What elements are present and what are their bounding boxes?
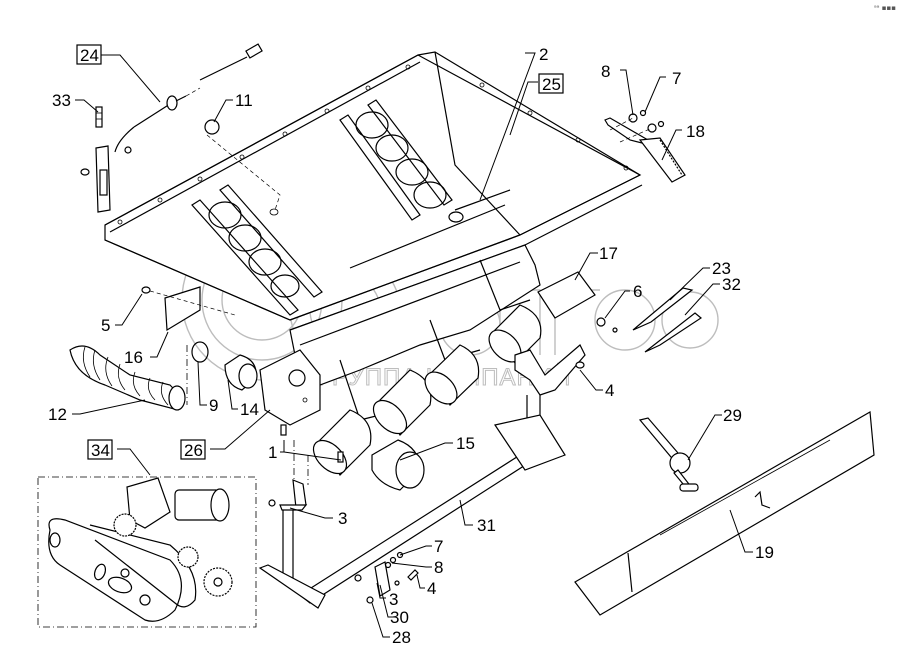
- callout-5[interactable]: 5: [101, 316, 110, 335]
- shaft-2: [349, 189, 511, 269]
- sleeve-14: [224, 354, 258, 391]
- cable-sensor-24: [80, 43, 263, 213]
- callout-19[interactable]: 19: [755, 543, 774, 562]
- tube: [312, 409, 372, 476]
- callout-1[interactable]: 1: [268, 443, 277, 462]
- callout-24[interactable]: 24: [76, 44, 102, 65]
- callout-32[interactable]: 32: [722, 275, 741, 294]
- svg-text:24: 24: [80, 46, 99, 65]
- drive-plate: [48, 518, 182, 622]
- callout-labels: 24 33 11 2 25 8 7 18 5 16 17 6 23 32 12 …: [48, 44, 774, 647]
- deflector-19: [574, 411, 875, 616]
- set-screws-1: [280, 424, 344, 485]
- callout-3[interactable]: 3: [338, 509, 347, 528]
- lower-hardware: [354, 551, 419, 604]
- blade-23: [632, 287, 694, 331]
- callout-2[interactable]: 2: [539, 45, 548, 64]
- callout-9[interactable]: 9: [209, 396, 218, 415]
- bolt-6: [596, 317, 618, 333]
- cover-17: [537, 271, 596, 319]
- callout-6[interactable]: 6: [633, 282, 642, 301]
- callout-26[interactable]: 26: [180, 439, 206, 460]
- callout-12[interactable]: 12: [48, 405, 67, 424]
- edge-holes: [117, 64, 629, 225]
- svg-text:25: 25: [542, 75, 561, 94]
- callout-3-lower[interactable]: 3: [389, 590, 398, 609]
- callout-4-lower[interactable]: 4: [427, 579, 436, 598]
- callout-16[interactable]: 16: [124, 348, 143, 367]
- callout-23[interactable]: 23: [712, 259, 731, 278]
- tube: [488, 304, 542, 364]
- leader-lines: [72, 52, 753, 638]
- tube: [372, 369, 432, 436]
- callout-25[interactable]: 25: [538, 73, 564, 94]
- sprockets: [113, 513, 233, 597]
- callout-31[interactable]: 31: [477, 516, 496, 535]
- bracket-3-upper: [268, 479, 308, 511]
- plug-11: [204, 119, 281, 216]
- callout-30[interactable]: 30: [390, 608, 409, 627]
- callout-28[interactable]: 28: [392, 628, 411, 647]
- callout-7[interactable]: 7: [672, 69, 681, 88]
- fitting-33: [95, 106, 103, 128]
- drive-unit-inset-34: [37, 476, 257, 628]
- callout-17[interactable]: 17: [599, 244, 618, 263]
- blade-32: [644, 312, 703, 353]
- hose-ribs: [82, 346, 169, 406]
- tube: [424, 344, 480, 406]
- svg-text:34: 34: [91, 441, 110, 460]
- hose-12: [69, 345, 186, 411]
- callout-33[interactable]: 33: [52, 91, 71, 110]
- callout-14[interactable]: 14: [240, 400, 259, 419]
- callout-18[interactable]: 18: [686, 122, 705, 141]
- callout-7-lower[interactable]: 7: [434, 537, 443, 556]
- wear-strip-left: [191, 184, 323, 316]
- clamp-9: [186, 341, 209, 405]
- callout-29[interactable]: 29: [723, 406, 742, 425]
- handle-29: [638, 417, 699, 492]
- callout-34[interactable]: 34: [87, 439, 113, 460]
- tube-15: [371, 439, 425, 491]
- svg-text:26: 26: [184, 441, 203, 460]
- callout-15[interactable]: 15: [456, 434, 475, 453]
- gear-motor: [126, 477, 230, 529]
- callout-8-lower[interactable]: 8: [434, 558, 443, 577]
- callout-11[interactable]: 11: [235, 91, 253, 110]
- callout-8[interactable]: 8: [601, 62, 610, 81]
- plate-16: [141, 286, 236, 332]
- auger-tubes: [224, 304, 542, 491]
- auger-housing: [259, 244, 541, 426]
- corner-mark: ᵃᵃ ▪▪▪: [874, 4, 896, 12]
- wear-strip-right: [339, 99, 453, 221]
- callout-4[interactable]: 4: [605, 381, 614, 400]
- frame-31: [258, 414, 566, 609]
